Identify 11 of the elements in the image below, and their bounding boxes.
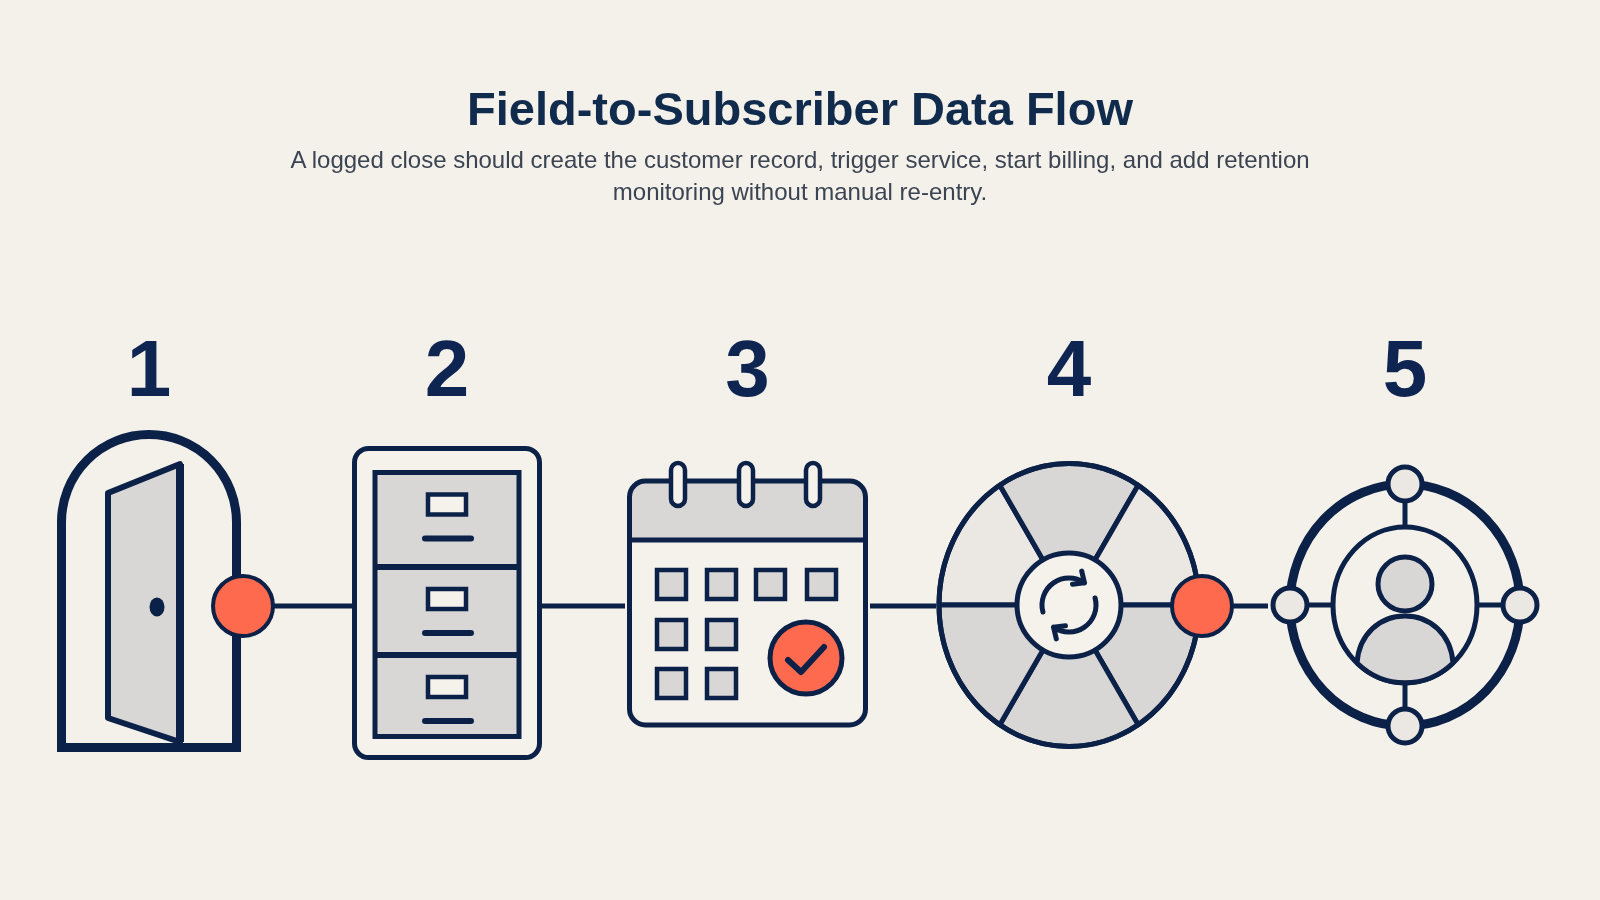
connector-line <box>870 603 936 609</box>
subtitle: A logged close should create the customer record, trigger service, start billing, and add retention monitoring without manual re-entry. <box>289 145 1311 207</box>
step-number: 3 <box>725 329 770 409</box>
step-number: 5 <box>1382 329 1428 409</box>
title: Field-to-Subscriber Data Flow <box>467 82 1133 136</box>
step-number: 4 <box>1046 329 1092 409</box>
step-number: 2 <box>424 329 470 409</box>
step-number: 1 <box>126 329 172 409</box>
connector-line <box>211 574 352 638</box>
connector-line <box>542 603 625 609</box>
connector-line <box>1170 574 1268 638</box>
